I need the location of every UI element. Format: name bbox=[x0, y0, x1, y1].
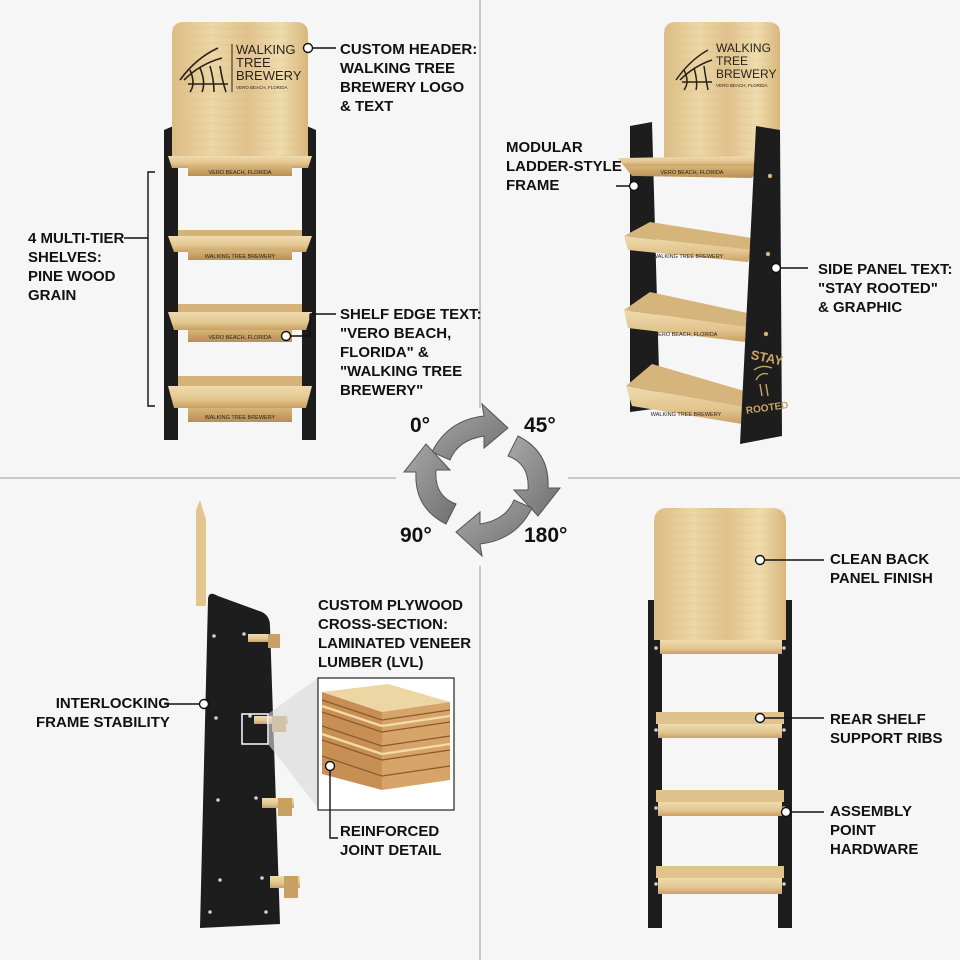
logo-brewery-text: BREWERY bbox=[716, 67, 776, 81]
callout-line: SUPPORT RIBS bbox=[830, 730, 943, 747]
br-callout-lines bbox=[760, 559, 824, 813]
callout-line: FRAME bbox=[506, 177, 560, 194]
shelf-edge-text: WALKING TREE BREWERY bbox=[653, 254, 724, 260]
angled-shelf-3: VERO BEACH, FLORIDA bbox=[624, 292, 752, 342]
callout-line: MODULAR bbox=[506, 139, 583, 156]
callout-line: WALKING TREE bbox=[340, 60, 455, 77]
bl-callout-lines bbox=[164, 703, 338, 839]
callout-line: ASSEMBLY bbox=[830, 803, 912, 820]
side-stay-text: STAY bbox=[750, 347, 785, 369]
callout-line: CROSS-SECTION: bbox=[318, 616, 449, 633]
callout-line: REINFORCED bbox=[340, 823, 440, 840]
callout-shelf-edge-text: SHELF EDGE TEXT: "VERO BEACH, FLORIDA" &… bbox=[340, 305, 482, 400]
shelf-edge-text: WALKING TREE BREWERY bbox=[205, 415, 276, 421]
rack-angled-view: WALKING TREE BREWERY VERO BEACH, FLORIDA… bbox=[618, 22, 789, 444]
callout-modular-frame: MODULAR LADDER-STYLE FRAME bbox=[506, 138, 622, 195]
callout-line: SIDE PANEL TEXT: bbox=[818, 261, 953, 278]
logo-subline-text: VERO BEACH, FLORIDA bbox=[236, 85, 288, 90]
callout-dot bbox=[754, 712, 766, 724]
callout-line: PANEL FINISH bbox=[830, 570, 933, 587]
callout-line: BREWERY LOGO bbox=[340, 79, 465, 96]
callout-dot bbox=[780, 806, 792, 818]
callout-line: HARDWARE bbox=[830, 841, 919, 858]
rotation-arrows-icon bbox=[402, 402, 562, 558]
shelf-edge-text: VERO BEACH, FLORIDA bbox=[209, 335, 272, 341]
rack-rear-view bbox=[648, 508, 792, 928]
callout-line: & TEXT bbox=[340, 98, 394, 115]
callout-dot bbox=[754, 554, 766, 566]
callout-line: SHELF EDGE TEXT: bbox=[340, 306, 482, 323]
logo-subline-text: VERO BEACH, FLORIDA bbox=[716, 83, 768, 88]
shelf-edge-text: VERO BEACH, FLORIDA bbox=[209, 170, 272, 176]
angled-shelf-1: VERO BEACH, FLORIDA bbox=[618, 156, 760, 178]
callout-line: FLORIDA" & bbox=[340, 344, 429, 361]
shelf-edge-text: WALKING TREE BREWERY bbox=[651, 412, 722, 418]
callout-line: BREWERY" bbox=[340, 382, 424, 399]
side-tree-icon bbox=[753, 365, 773, 397]
logo-tree-text: TREE bbox=[716, 54, 748, 68]
callout-line: "VERO BEACH, bbox=[340, 325, 452, 342]
shelf-edge-text: VERO BEACH, FLORIDA bbox=[655, 332, 718, 338]
callout-line: JOINT DETAIL bbox=[340, 842, 442, 859]
angle-90-label: 90° bbox=[400, 524, 432, 547]
tree-logo-icon bbox=[675, 49, 713, 91]
plywood-cross-section-image bbox=[317, 677, 455, 811]
callout-line: CLEAN BACK bbox=[830, 551, 930, 568]
side-panel bbox=[740, 126, 782, 444]
callout-custom-header: CUSTOM HEADER: WALKING TREE BREWERY LOGO… bbox=[340, 40, 477, 116]
callout-line: CUSTOM HEADER: bbox=[340, 41, 478, 58]
rack-side-view bbox=[196, 500, 455, 928]
logo-tree-text: TREE bbox=[236, 55, 271, 70]
logo-walking-text: WALKING bbox=[716, 41, 771, 55]
callout-line: PINE WOOD bbox=[28, 268, 116, 285]
callout-line: "WALKING TREE bbox=[340, 363, 463, 380]
callout-line: REAR SHELF bbox=[830, 711, 926, 728]
callout-dot bbox=[324, 760, 336, 772]
angled-shelf-4: WALKING TREE BREWERY bbox=[626, 364, 748, 424]
callout-dot bbox=[628, 180, 640, 192]
callout-line: 4 MULTI-TIER bbox=[28, 230, 125, 247]
callout-line: CUSTOM PLYWOOD bbox=[318, 597, 464, 614]
callout-line: SHELVES: bbox=[28, 249, 102, 266]
callout-multi-tier-shelves: 4 MULTI-TIER SHELVES: PINE WOOD GRAIN bbox=[28, 229, 124, 305]
callout-line: "STAY ROOTED" bbox=[818, 280, 938, 297]
front-shelf-3: VERO BEACH, FLORIDA bbox=[168, 304, 312, 342]
callout-dot bbox=[280, 330, 292, 342]
callout-line: & GRAPHIC bbox=[818, 299, 903, 316]
angle-0-label: 0° bbox=[410, 414, 431, 437]
callout-line: LUMBER (LVL) bbox=[318, 654, 424, 671]
callout-interlocking-frame: INTERLOCKING FRAME STABILITY bbox=[36, 694, 170, 732]
logo-brewery-text: BREWERY bbox=[236, 68, 302, 83]
callout-side-panel-text: SIDE PANEL TEXT: "STAY ROOTED" & GRAPHIC bbox=[818, 260, 952, 317]
callout-line: GRAIN bbox=[28, 287, 77, 304]
callout-rear-shelf-ribs: REAR SHELF SUPPORT RIBS bbox=[830, 710, 943, 748]
front-shelf-2: WALKING TREE BREWERY bbox=[168, 230, 312, 260]
front-shelf-4: WALKING TREE BREWERY bbox=[168, 376, 312, 422]
angle-45-label: 45° bbox=[524, 414, 556, 437]
angled-shelf-2: WALKING TREE BREWERY bbox=[624, 222, 752, 262]
angle-180-label: 180° bbox=[524, 524, 568, 547]
callout-line: LADDER-STYLE bbox=[506, 158, 622, 175]
callout-dot bbox=[302, 42, 314, 54]
callout-reinforced-joint: REINFORCED JOINT DETAIL bbox=[340, 822, 441, 860]
shelf-edge-text: WALKING TREE BREWERY bbox=[205, 254, 276, 260]
callout-clean-back-panel: CLEAN BACK PANEL FINISH bbox=[830, 550, 933, 588]
callout-custom-plywood: CUSTOM PLYWOOD CROSS-SECTION: LAMINATED … bbox=[318, 596, 471, 672]
callout-line: FRAME STABILITY bbox=[36, 714, 170, 731]
shelf-edge-text: VERO BEACH, FLORIDA bbox=[661, 170, 724, 176]
callout-assembly-hardware: ASSEMBLY POINT HARDWARE bbox=[830, 802, 918, 859]
callout-line: POINT bbox=[830, 822, 876, 839]
callout-dot bbox=[198, 698, 210, 710]
side-frame-panel bbox=[200, 593, 280, 928]
callout-line: INTERLOCKING bbox=[55, 695, 170, 712]
logo-walking-text: WALKING bbox=[236, 42, 295, 57]
callout-line: LAMINATED VENEER bbox=[318, 635, 472, 652]
front-shelf-1: VERO BEACH, FLORIDA bbox=[168, 156, 312, 176]
rack-front-view: WALKING TREE BREWERY VERO BEACH, FLORIDA… bbox=[164, 22, 316, 440]
tree-logo-icon bbox=[179, 47, 228, 93]
callout-dot bbox=[770, 262, 782, 274]
